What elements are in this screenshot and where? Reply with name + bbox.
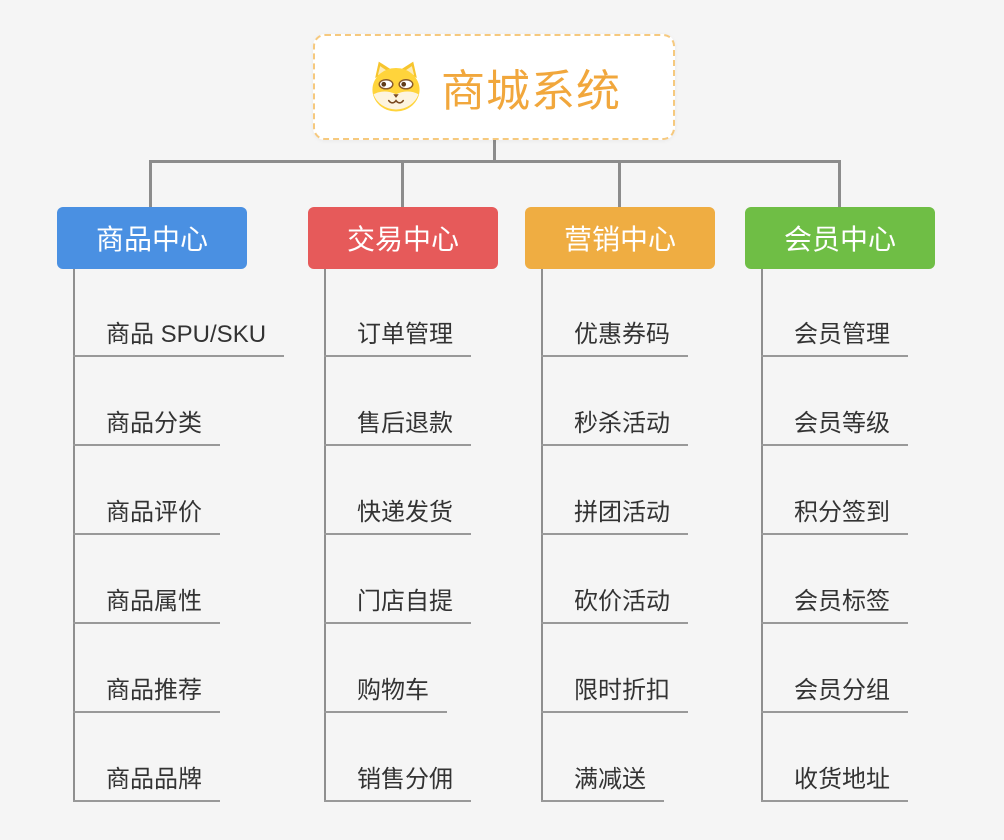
leaf-node[interactable]: 会员等级 bbox=[761, 406, 908, 446]
connector-drop-trade bbox=[401, 160, 404, 207]
leaf-node[interactable]: 门店自提 bbox=[324, 584, 471, 624]
leaf-node[interactable]: 购物车 bbox=[324, 673, 447, 713]
branch-node-trade-center[interactable]: 交易中心 bbox=[308, 207, 498, 269]
leaf-node[interactable]: 收货地址 bbox=[761, 762, 908, 802]
branch-label: 会员中心 bbox=[783, 224, 896, 255]
leaf-node[interactable]: 积分签到 bbox=[761, 495, 908, 535]
leaf-node[interactable]: 限时折扣 bbox=[541, 673, 688, 713]
connector-drop-member bbox=[838, 160, 841, 207]
connector-rail bbox=[149, 160, 841, 163]
branch-label: 商品中心 bbox=[95, 224, 208, 255]
leaf-node[interactable]: 会员分组 bbox=[761, 673, 908, 713]
leaf-node[interactable]: 商品评价 bbox=[73, 495, 220, 535]
connector-root-stub bbox=[493, 140, 496, 161]
branch-node-product-center[interactable]: 商品中心 bbox=[57, 207, 247, 269]
branch-column-trade-center: 交易中心 订单管理 售后退款 快递发货 门店自提 购物车 销售分佣 bbox=[308, 207, 560, 807]
leaf-node[interactable]: 秒杀活动 bbox=[541, 406, 688, 446]
branch-node-member-center[interactable]: 会员中心 bbox=[745, 207, 935, 269]
leaf-node[interactable]: 销售分佣 bbox=[324, 762, 471, 802]
connector-drop-product bbox=[149, 160, 152, 207]
leaf-node[interactable]: 快递发货 bbox=[324, 495, 471, 535]
branch-label: 营销中心 bbox=[563, 224, 676, 255]
leaf-node[interactable]: 商品属性 bbox=[73, 584, 220, 624]
connector-drop-marketing bbox=[618, 160, 621, 207]
leaf-node[interactable]: 满减送 bbox=[541, 762, 664, 802]
leaf-node[interactable]: 商品 SPU/SKU bbox=[73, 317, 285, 357]
leaf-node[interactable]: 会员标签 bbox=[761, 584, 908, 624]
shiba-dog-icon bbox=[367, 59, 425, 115]
branch-node-marketing-center[interactable]: 营销中心 bbox=[525, 207, 715, 269]
branch-spine bbox=[541, 269, 543, 802]
leaf-node[interactable]: 售后退款 bbox=[324, 406, 471, 446]
leaf-node[interactable]: 优惠券码 bbox=[541, 317, 688, 357]
leaf-node[interactable]: 砍价活动 bbox=[541, 584, 688, 624]
branch-label: 交易中心 bbox=[346, 224, 459, 255]
branch-spine bbox=[73, 269, 75, 802]
leaf-node[interactable]: 商品分类 bbox=[73, 406, 220, 446]
leaf-node[interactable]: 订单管理 bbox=[324, 317, 471, 357]
branch-column-marketing-center: 营销中心 优惠券码 秒杀活动 拼团活动 砍价活动 限时折扣 满减送 bbox=[525, 207, 777, 807]
leaf-node[interactable]: 商品推荐 bbox=[73, 673, 220, 713]
branch-spine bbox=[324, 269, 326, 802]
branch-column-product-center: 商品中心 商品 SPU/SKU 商品分类 商品评价 商品属性 商品推荐 商品品牌 bbox=[57, 207, 309, 807]
root-node[interactable]: 商城系统 bbox=[313, 34, 675, 140]
branch-spine bbox=[761, 269, 763, 802]
leaf-node[interactable]: 拼团活动 bbox=[541, 495, 688, 535]
leaf-node[interactable]: 商品品牌 bbox=[73, 762, 220, 802]
branch-column-member-center: 会员中心 会员管理 会员等级 积分签到 会员标签 会员分组 收货地址 bbox=[745, 207, 997, 807]
leaf-node[interactable]: 会员管理 bbox=[761, 317, 908, 357]
root-title: 商城系统 bbox=[441, 67, 621, 116]
